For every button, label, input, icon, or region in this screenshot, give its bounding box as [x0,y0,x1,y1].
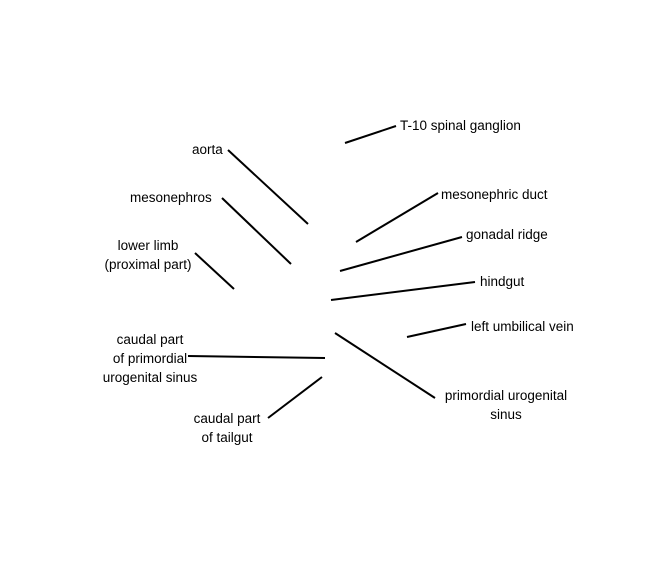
label-lower-limb: lower limb (proximal part) [100,236,196,274]
leader-line-mesonephric-duct [355,192,439,243]
label-primordial-urogenital-sinus: primordial urogenital sinus [432,386,580,424]
label-left-umbilical-vein-text: left umbilical vein [471,319,574,334]
label-mesonephric-duct: mesonephric duct [441,185,548,204]
label-caudal-part-pus-line-2: of primordial [112,351,188,366]
label-mesonephros-text: mesonephros [130,190,212,205]
label-caudal-part-of-tailgut-line-2: of tailgut [201,430,253,445]
label-hindgut: hindgut [480,272,524,291]
leader-line-primordial-urogenital-sinus [334,332,436,399]
label-aorta: aorta [192,140,223,159]
label-lower-limb-line-1: lower limb [117,238,179,253]
leader-line-aorta [227,149,309,225]
label-caudal-part-pus-line-1: caudal part [116,332,184,347]
leader-line-gonadal-ridge [339,236,463,272]
leader-line-mesonephros [221,197,292,265]
label-t10-spinal-ganglion: T-10 spinal ganglion [400,116,521,135]
leader-line-left-umbilical-vein [406,323,467,338]
label-gonadal-ridge: gonadal ridge [466,225,548,244]
label-caudal-part-pus-line-3: urogenital sinus [102,370,198,385]
label-mesonephric-duct-text: mesonephric duct [441,187,548,202]
label-mesonephros: mesonephros [130,188,212,207]
label-t10-spinal-ganglion-text: T-10 spinal ganglion [400,118,521,133]
label-caudal-part-of-tailgut-line-1: caudal part [193,411,261,426]
label-hindgut-text: hindgut [480,274,525,289]
label-primordial-urogenital-sinus-line-1: primordial urogenital [444,388,568,403]
label-caudal-part-of-primordial-urogenital-sinus: caudal part of primordial urogenital sin… [100,330,200,387]
label-gonadal-ridge-text: gonadal ridge [466,227,548,242]
leader-line-caudal-part-primordial-urogenital-sinus [187,355,326,359]
label-lower-limb-line-2: (proximal part) [104,257,192,272]
leader-line-caudal-part-of-tailgut [267,376,323,419]
leader-line-lower-limb [194,252,235,290]
leader-line-t10-spinal-ganglion [344,125,397,144]
leader-line-hindgut [330,281,476,301]
label-primordial-urogenital-sinus-line-2: sinus [490,407,522,422]
label-left-umbilical-vein: left umbilical vein [471,317,574,336]
label-aorta-text: aorta [192,142,223,157]
label-caudal-part-of-tailgut: caudal part of tailgut [183,409,271,447]
